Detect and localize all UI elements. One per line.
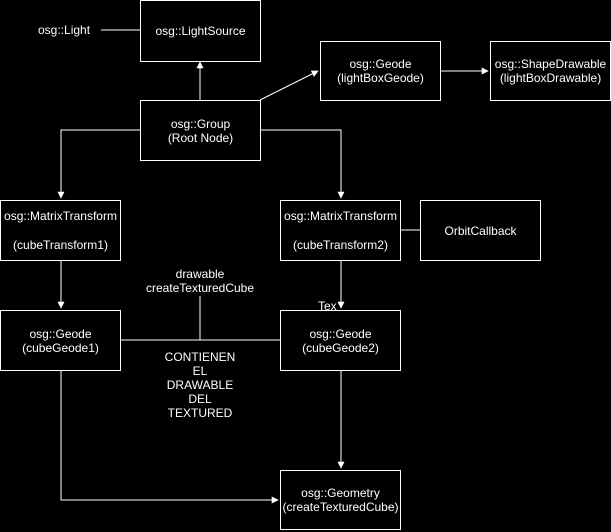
transform1-type: osg::MatrixTransform	[4, 209, 117, 223]
edge-geode1-to-geometry	[60, 370, 279, 504]
geode2-node: osg::Geode (cubeGeode2)	[280, 310, 401, 371]
group-name: (Root Node)	[167, 130, 234, 145]
geode-light-name: (lightBoxGeode)	[337, 71, 424, 85]
geode2-name: (cubeGeode2)	[302, 340, 379, 355]
geometry-node: osg::Geometry (createTexturedCube)	[280, 470, 401, 530]
transform2-name: (cubeTransform2)	[293, 238, 388, 252]
contienen-line: TEXTURED	[167, 406, 233, 420]
lightsource-type: osg::LightSource	[155, 24, 246, 38]
contienen-line: DRAWABLE	[166, 378, 234, 392]
geode-light-node: osg::Geode (lightBoxGeode)	[320, 41, 441, 101]
contienen-note: CONTIENEN EL DRAWABLE DEL TEXTURED	[150, 350, 250, 420]
lightsource-node: osg::LightSource	[140, 0, 261, 62]
orbitcallback-node: OrbitCallback	[420, 200, 541, 261]
tex-label: Tex	[318, 299, 337, 313]
geode2-type: osg::Geode	[309, 326, 372, 341]
geode-light-type: osg::Geode	[349, 57, 412, 71]
shapedrawable-node: osg::ShapeDrawable (lightBoxDrawable)	[490, 41, 611, 101]
edge-group-to-transform2	[260, 129, 345, 199]
group-type: osg::Group	[170, 116, 231, 131]
geometry-type: osg::Geometry	[301, 486, 380, 500]
transform2-type: osg::MatrixTransform	[284, 209, 397, 223]
light-label: osg::Light	[38, 23, 91, 37]
contienen-line: EL	[192, 364, 208, 378]
drawable-label-line1: drawable	[175, 267, 225, 281]
drawable-label-line2: createTexturedCube	[145, 281, 255, 295]
transform1-node: osg::MatrixTransform (cubeTransform1)	[0, 200, 121, 261]
drawable-label: drawable createTexturedCube	[130, 267, 270, 295]
group-node: osg::Group (Root Node)	[140, 100, 261, 161]
geode1-node: osg::Geode (cubeGeode1)	[0, 310, 121, 371]
transform1-name: (cubeTransform1)	[13, 238, 108, 252]
shapedrawable-name: (lightBoxDrawable)	[499, 71, 602, 85]
shapedrawable-type: osg::ShapeDrawable	[494, 57, 607, 71]
geode1-type: osg::Geode	[29, 326, 92, 341]
transform2-node: osg::MatrixTransform (cubeTransform2)	[280, 200, 401, 261]
edge-group-to-transform1	[57, 129, 140, 199]
orbitcallback-label: OrbitCallback	[444, 223, 517, 238]
geode1-name: (cubeGeode1)	[22, 340, 99, 355]
geometry-name: (createTexturedCube)	[282, 500, 399, 514]
edge-group-to-geode-light	[259, 70, 319, 101]
contienen-line: CONTIENEN	[164, 350, 236, 364]
contienen-line: DEL	[188, 392, 212, 406]
